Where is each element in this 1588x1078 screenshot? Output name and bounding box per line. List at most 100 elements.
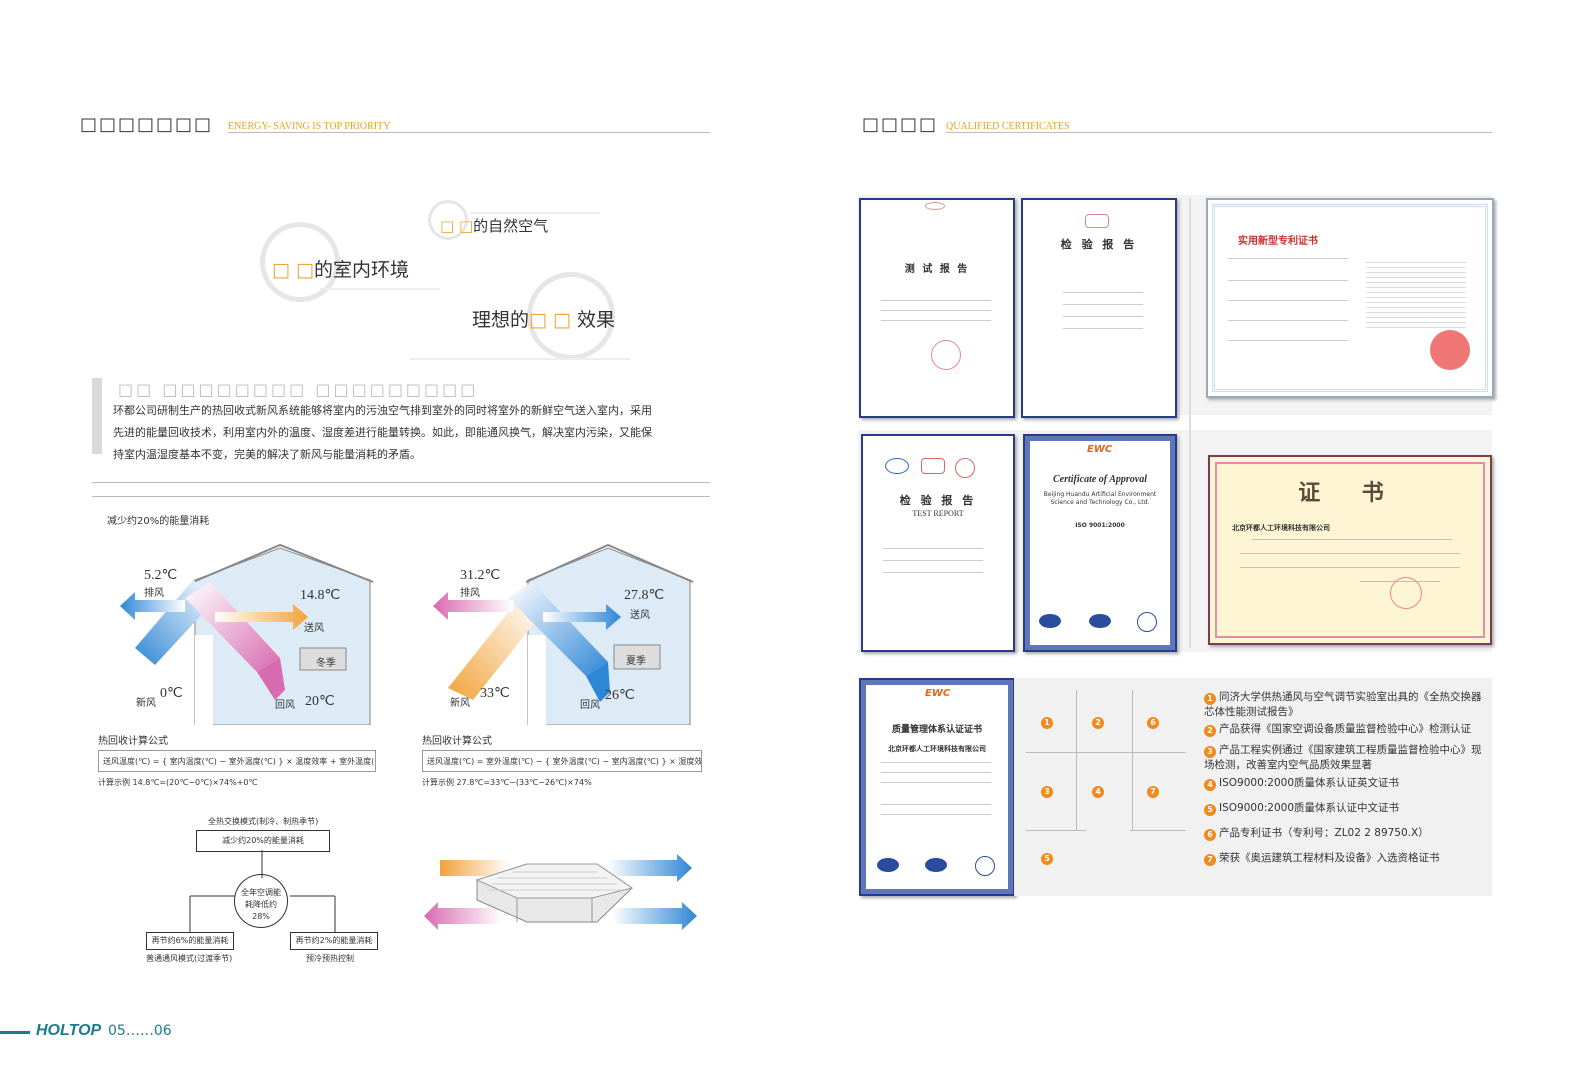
- seal-icon: [931, 340, 961, 370]
- anab-logo-icon: [1039, 614, 1061, 628]
- slogan-ideal-effect: 理想的□ □ 效果: [472, 309, 616, 331]
- tree-left-label: 普通通风模式(过渡季节): [146, 954, 233, 963]
- footer-page-numbers: 05……06: [108, 1023, 172, 1039]
- summer-supply-label: 送风: [630, 610, 650, 621]
- anab-logo-icon: [877, 858, 899, 872]
- summer-return-label: 回风: [580, 700, 600, 711]
- ewc-logo: EWC: [1087, 444, 1113, 455]
- grid-number: 7: [1147, 786, 1159, 798]
- winter-house-diagram: [120, 543, 374, 725]
- certificate-approval-iso-en: EWC Certificate of Approval Beijing Huan…: [1023, 434, 1177, 652]
- slogan-indoor-environment: □ □的室内环境: [272, 259, 409, 281]
- cert-title: 实用新型专利证书: [1238, 236, 1318, 247]
- certificate-olympic-materials: 证 书 北京环都人工环境科技有限公司: [1208, 455, 1492, 645]
- winter-return-temp: 20℃: [305, 694, 335, 709]
- cert-subtitle: TEST REPORT: [912, 509, 964, 518]
- right-page-title: □□□□: [862, 114, 939, 135]
- summer-return-temp: 26℃: [605, 688, 635, 703]
- seal-icon: [1137, 612, 1157, 632]
- cert-title: 测 试 报 告: [904, 264, 970, 275]
- winter-supply-temp: 14.8℃: [300, 588, 341, 603]
- summer-exhaust-label: 排风: [460, 588, 480, 599]
- summer-season-label: 夏季: [626, 656, 646, 667]
- cert-title: 证 书: [1298, 480, 1402, 505]
- tree-left-box: 再节约6%的能量消耗: [146, 932, 234, 950]
- divider: [92, 496, 710, 497]
- tree-circle: 全年空调能耗降低约28%: [234, 874, 288, 928]
- summer-formula-title: 热回收计算公式: [422, 736, 492, 747]
- decorative-ring: [428, 200, 468, 240]
- right-page-subtitle: QUALIFIED CERTIFICATES: [946, 121, 1070, 132]
- logo-icon: [885, 458, 909, 474]
- divider: [228, 132, 710, 133]
- certificate-quality-management-cn: EWC 质量管理体系认证证书 北京环都人工环境科技有限公司: [859, 678, 1015, 896]
- ewc-logo: EWC: [925, 688, 951, 699]
- summer-example: 计算示例 27.8℃=33℃−(33℃−26℃)×74%: [422, 778, 592, 787]
- seal-icon: [1390, 577, 1422, 609]
- winter-formula-title: 热回收计算公式: [98, 736, 168, 747]
- logo-icon: [955, 458, 975, 478]
- cert-org: Beijing Huandu Artificial Environment Sc…: [1043, 491, 1157, 506]
- summer-fresh-temp: 33℃: [480, 686, 510, 701]
- grid-number: 2: [1092, 717, 1104, 729]
- summer-fresh-label: 新风: [450, 698, 470, 709]
- decorative-line: [320, 288, 440, 290]
- section-bar: [92, 378, 102, 454]
- summer-house-diagram: [433, 543, 694, 725]
- logo-icon: [921, 458, 945, 474]
- seal-icon: [975, 856, 995, 876]
- certificate-utility-patent: 实用新型专利证书: [1206, 198, 1494, 398]
- cert-org: 北京环都人工环境科技有限公司: [1232, 524, 1330, 532]
- seal-icon: [1430, 330, 1470, 370]
- footer-bar: [0, 1031, 30, 1034]
- divider: [92, 482, 710, 483]
- summer-supply-temp: 27.8℃: [624, 588, 665, 603]
- tree-top-label: 全热交换模式(制冷、制热季节): [208, 817, 319, 826]
- left-page-title: □□□□□□□: [80, 114, 214, 135]
- decorative-ring: [260, 222, 340, 302]
- iaf-logo-icon: [925, 858, 947, 872]
- section-heading: □□ □□□□□□□□ □□□□□□□□□: [118, 380, 479, 399]
- heat-exchanger-core-illustration: [424, 854, 697, 930]
- decorative-line: [410, 358, 630, 360]
- tree-top-box: 减少约20%的能量消耗: [196, 830, 330, 852]
- iaf-logo-icon: [1089, 614, 1111, 628]
- divider: [946, 132, 1492, 133]
- footer-brand-logo: HOLTOP: [36, 1022, 102, 1039]
- grid-line: [1026, 752, 1186, 753]
- cert-title: 质量管理体系认证证书: [891, 725, 982, 735]
- summer-formula: 送风温度(℃) = 室外温度(℃) − { 室外温度(℃) − 室内温度(℃) …: [422, 750, 702, 772]
- winter-fresh-label: 新风: [136, 698, 156, 709]
- decorative-line: [470, 212, 600, 214]
- winter-formula: 送风温度(℃) = { 室内温度(℃) − 室外温度(℃) } × 温度效率 +…: [98, 750, 376, 772]
- winter-season-label: 冬季: [316, 658, 336, 669]
- grid-number: 1: [1041, 717, 1053, 729]
- cert-title: Certificate of Approval: [1052, 474, 1148, 485]
- tree-connectors: [189, 850, 336, 932]
- grid-number: 3: [1041, 786, 1053, 798]
- stamp-icon: [925, 202, 945, 210]
- cert-standard: ISO 9001:2000: [1075, 522, 1125, 529]
- slogan-natural-air: □ □的自然空气: [440, 217, 549, 235]
- cert-org: 北京环都人工环境科技有限公司: [888, 745, 986, 753]
- winter-exhaust-temp: 5.2℃: [144, 568, 178, 583]
- winter-return-label: 回风: [275, 700, 295, 711]
- certificate-inspection-report: 检 验 报 告: [1021, 198, 1177, 418]
- decorative-ring: [527, 272, 615, 360]
- certificate-test-report: 测 试 报 告: [859, 198, 1015, 418]
- grid-number: 4: [1092, 786, 1104, 798]
- grid-number: 6: [1147, 717, 1159, 729]
- reduce-energy-label: 减少约20%的能量消耗: [107, 516, 210, 527]
- divider: [1189, 198, 1191, 648]
- intro-paragraph: 环都公司研制生产的热回收式新风系统能够将室内的污浊空气排到室外的同时将室外的新鲜…: [113, 404, 652, 461]
- winter-fresh-temp: 0℃: [160, 686, 183, 701]
- grid-number: 5: [1041, 853, 1053, 865]
- certificate-test-report-en: 检 验 报 告 TEST REPORT: [861, 434, 1015, 652]
- cert-title: 检 验 报 告: [1060, 238, 1138, 251]
